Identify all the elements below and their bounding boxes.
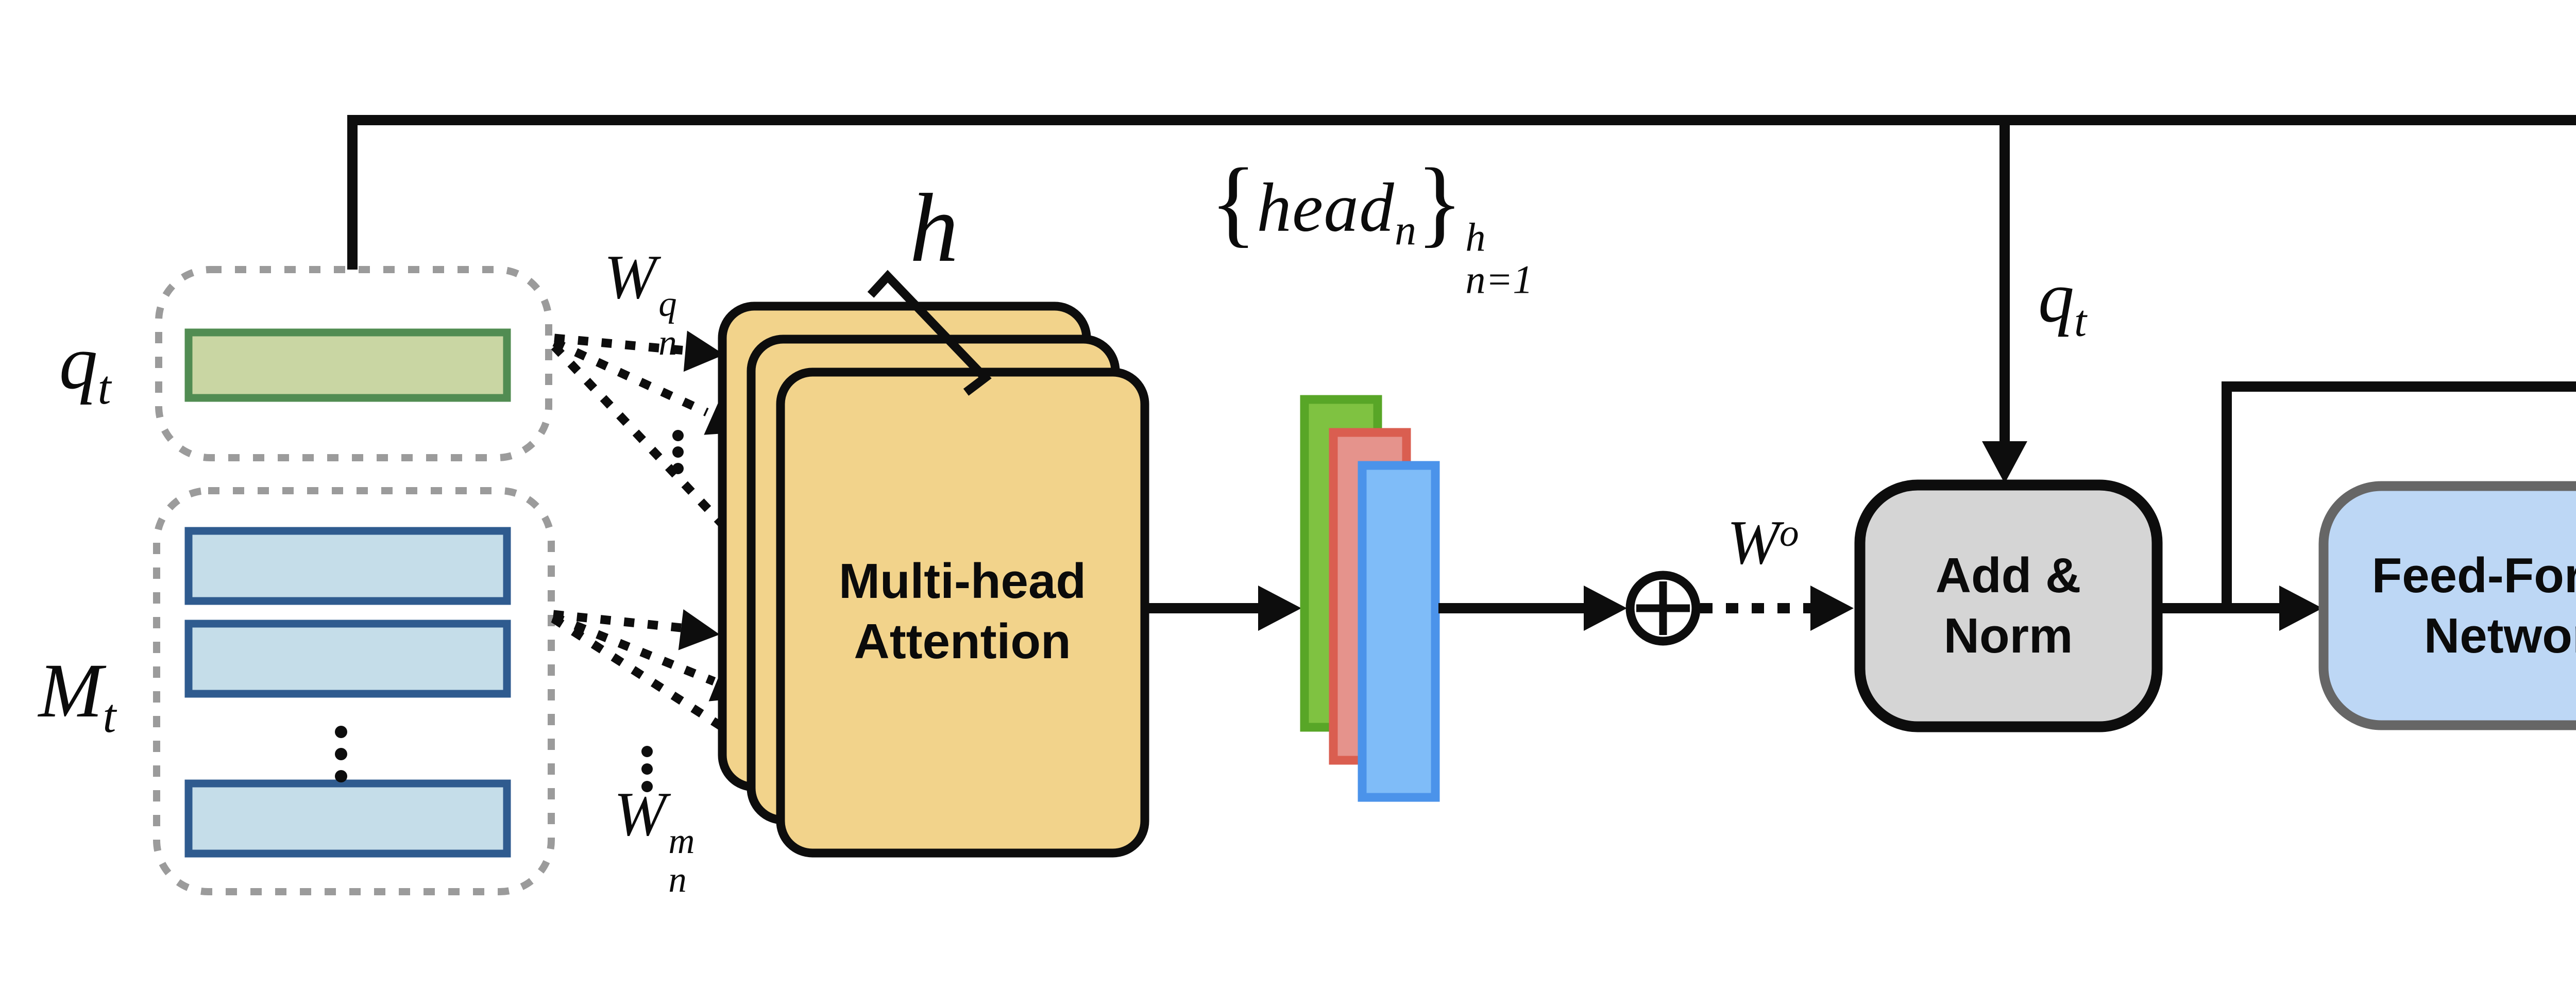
memory-projection-arrows bbox=[551, 610, 744, 744]
query-projection-arrows bbox=[551, 333, 752, 555]
label-h-count: h bbox=[909, 174, 959, 282]
arrow-wo-to-addnorm1 bbox=[1700, 586, 1854, 631]
arrow-heads-to-sum1 bbox=[1438, 586, 1627, 631]
residual-skip-line-xt bbox=[2222, 381, 2576, 608]
memory-vector-3 bbox=[184, 779, 511, 858]
label-wo-projection: Wo bbox=[1727, 508, 1799, 577]
label-mt-input: Mt bbox=[38, 648, 116, 743]
h-count-slash-mark bbox=[867, 270, 992, 396]
multi-head-attention-label: Multi-head Attention bbox=[839, 553, 1086, 669]
sum-node-1 bbox=[1625, 571, 1701, 646]
query-fan-ellipsis bbox=[672, 430, 684, 474]
memory-ellipsis-dots bbox=[335, 726, 347, 782]
qt-feedback-line bbox=[347, 115, 2576, 483]
memory-fan-ellipsis bbox=[641, 746, 653, 792]
head-slab-blue bbox=[1358, 461, 1440, 802]
feed-forward-box bbox=[2318, 481, 2576, 730]
query-vector bbox=[184, 328, 511, 402]
arrow-addnorm1-to-ffn bbox=[2157, 586, 2323, 631]
memory-group-dotted-box bbox=[153, 487, 555, 895]
arrowhead-down-into-addnorm1 bbox=[1982, 441, 2027, 483]
arrow-attention-to-heads bbox=[1145, 586, 1301, 631]
feed-forward-label: Feed-Forward Networks bbox=[2371, 547, 2576, 663]
head-output-stack bbox=[1300, 395, 1440, 802]
label-qt-mid: qt bbox=[2038, 257, 2087, 346]
query-group-dotted-box bbox=[155, 266, 552, 461]
label-qt-input: qt bbox=[59, 320, 111, 414]
add-norm-1-label: Add & Norm bbox=[1935, 547, 2081, 663]
memory-vector-2 bbox=[184, 620, 511, 698]
memory-vector-1 bbox=[184, 527, 511, 605]
multi-head-attention-stack bbox=[718, 270, 1149, 858]
